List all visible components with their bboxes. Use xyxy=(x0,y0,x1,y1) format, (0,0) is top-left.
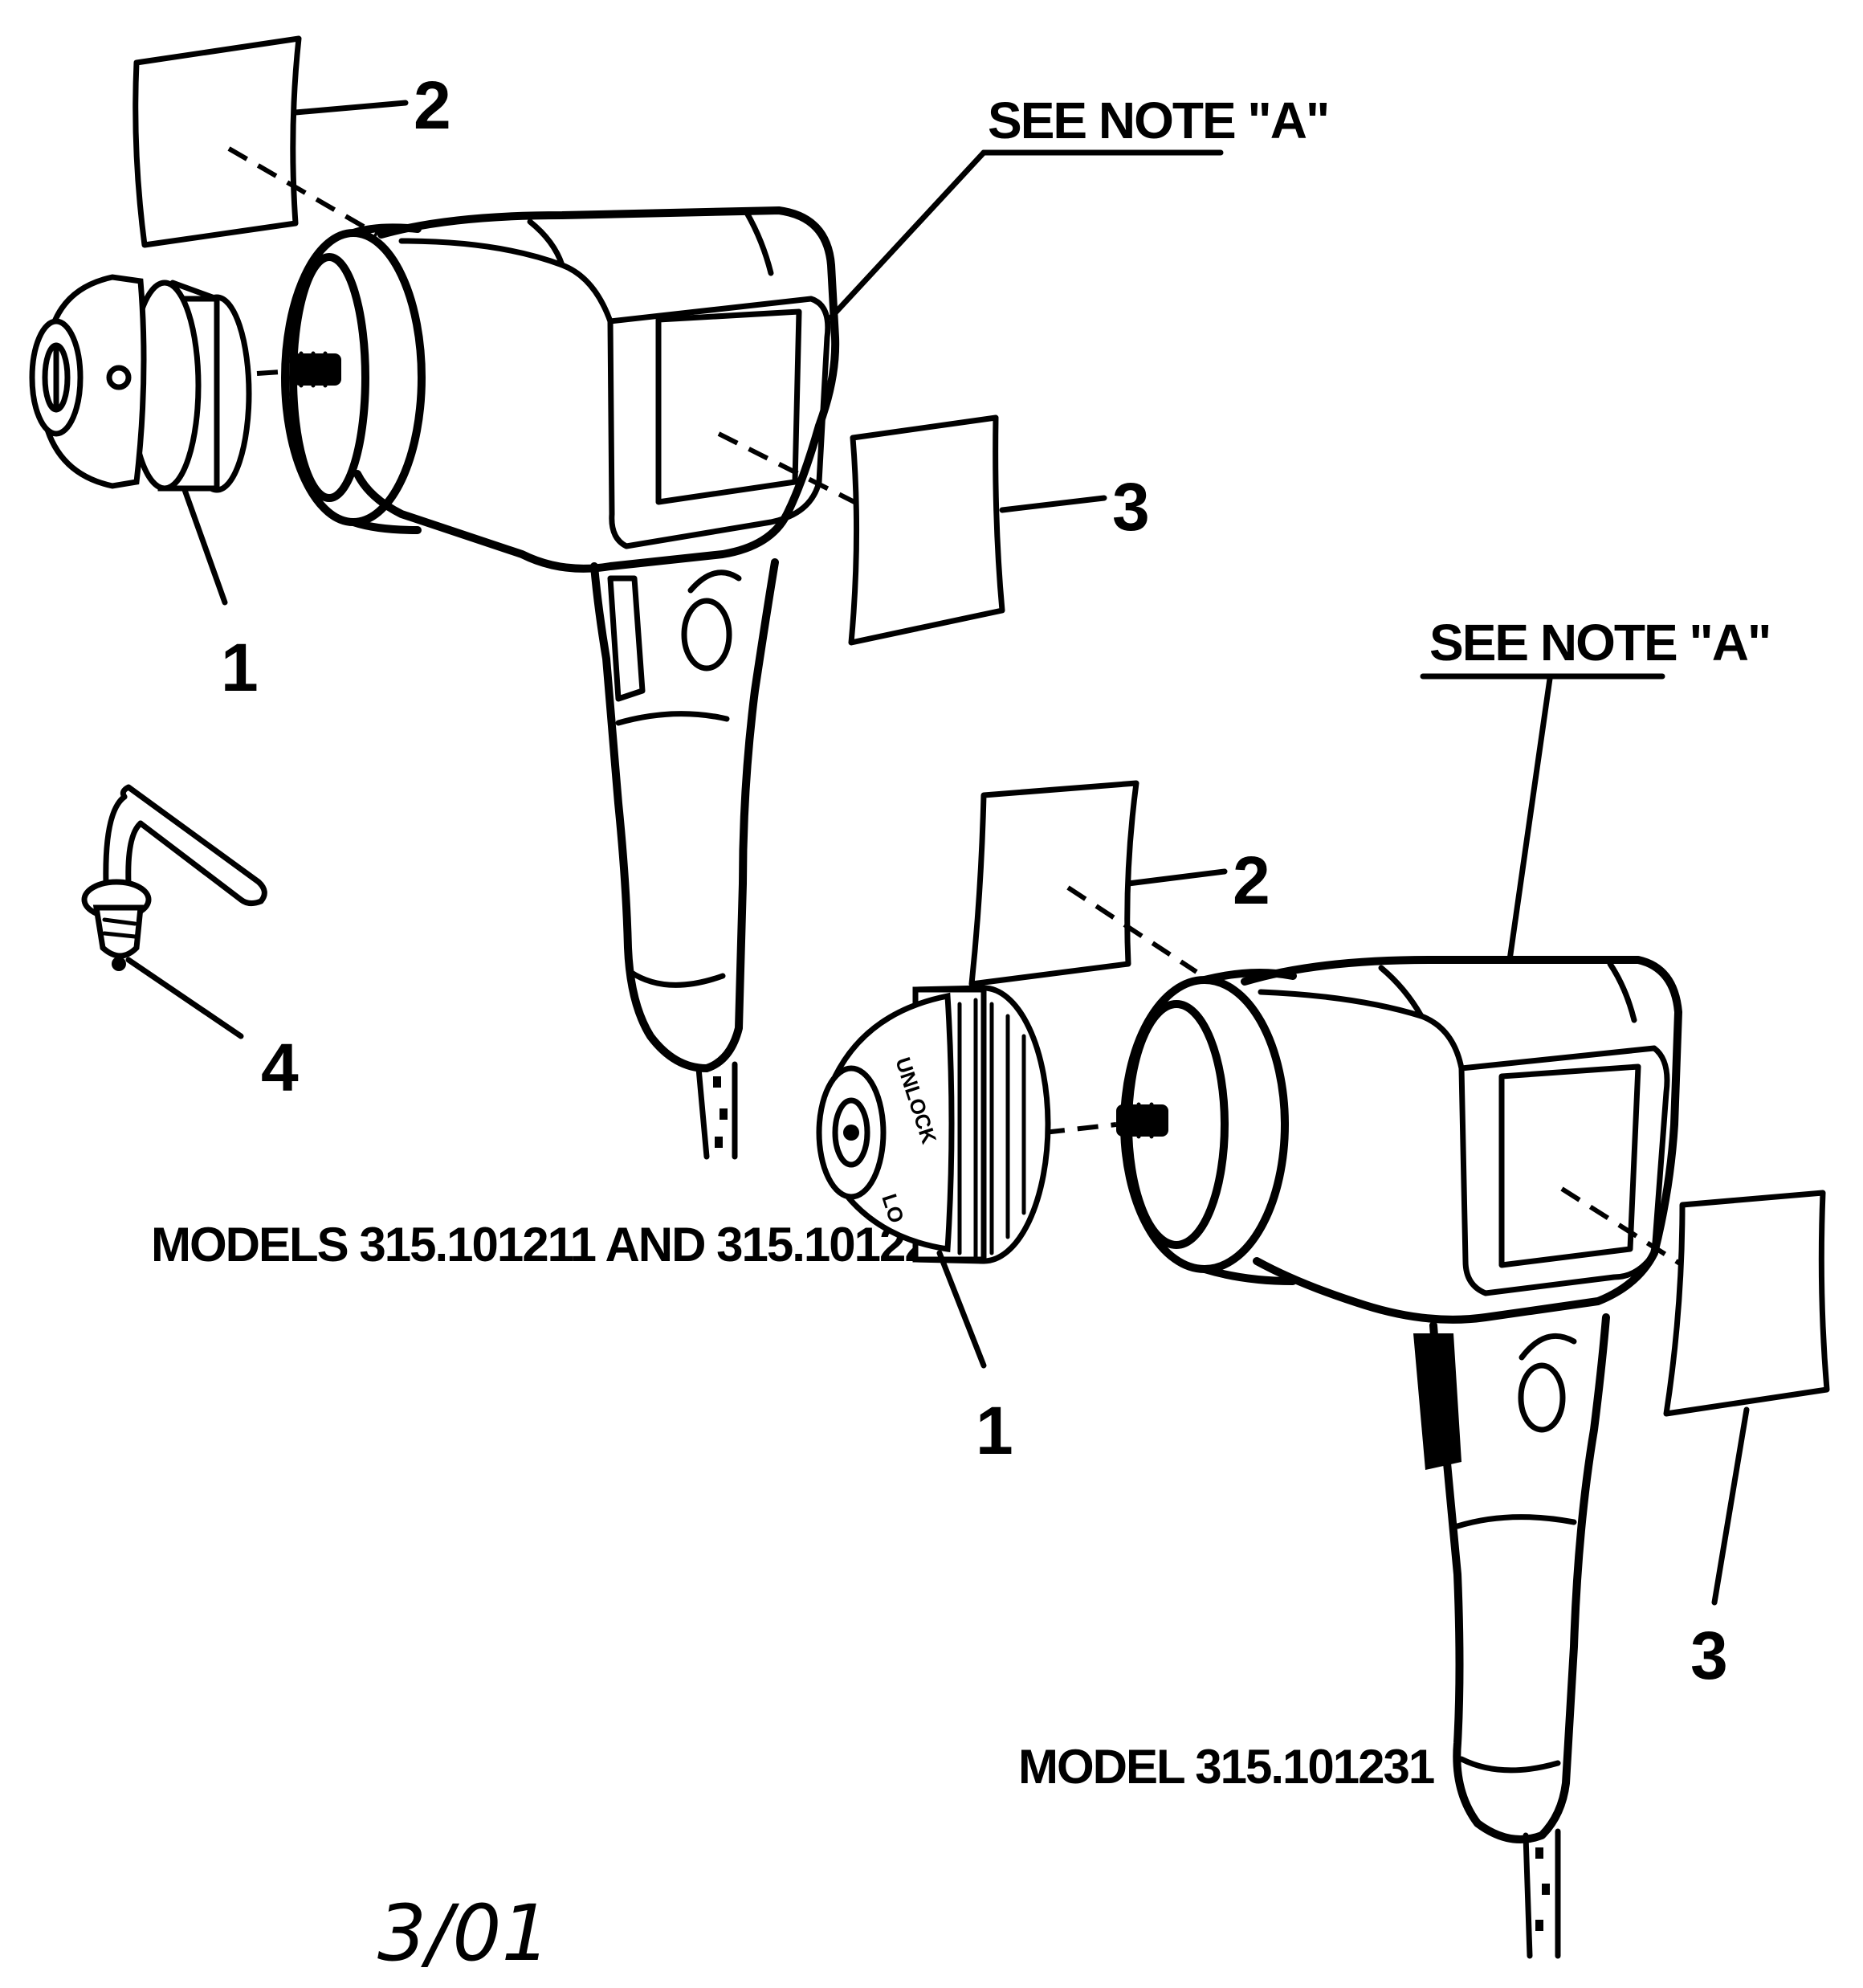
top-see-note-a: SEE NOTE "A" xyxy=(988,92,1328,149)
top-models-caption: MODELS 315.101211 AND 315.101221 xyxy=(151,1218,956,1272)
revision-date: 3/01 xyxy=(377,1888,551,1978)
bottom-callout-2: 2 xyxy=(1233,843,1270,918)
top-drill-body xyxy=(281,206,840,1160)
top-keyed-chuck xyxy=(29,274,252,493)
top-label-3-decal xyxy=(848,414,1005,646)
bottom-see-note-a: SEE NOTE "A" xyxy=(1429,614,1770,672)
bottom-label-3-decal xyxy=(1663,1190,1830,1417)
bottom-keyless-chuck: UNLOCK LO xyxy=(816,985,1051,1264)
top-callout-4: 4 xyxy=(261,1030,299,1105)
bottom-model-caption: MODEL 315.101231 xyxy=(1018,1740,1434,1794)
top-label-2-decal xyxy=(132,35,302,248)
top-callout-3: 3 xyxy=(1112,469,1150,545)
top-drill-assembly: SEE NOTE "A" xyxy=(29,35,1330,1272)
chuck-key xyxy=(81,784,267,971)
bottom-callout-1: 1 xyxy=(976,1393,1013,1468)
bottom-drill-assembly: 2 SEE NOTE "A" xyxy=(816,614,1830,1959)
top-callout-1: 1 xyxy=(221,630,259,705)
top-callout-2: 2 xyxy=(414,67,451,143)
bottom-drill-body xyxy=(1116,956,1682,1959)
bottom-callout-3: 3 xyxy=(1690,1618,1728,1693)
bottom-label-2-decal xyxy=(968,780,1139,987)
